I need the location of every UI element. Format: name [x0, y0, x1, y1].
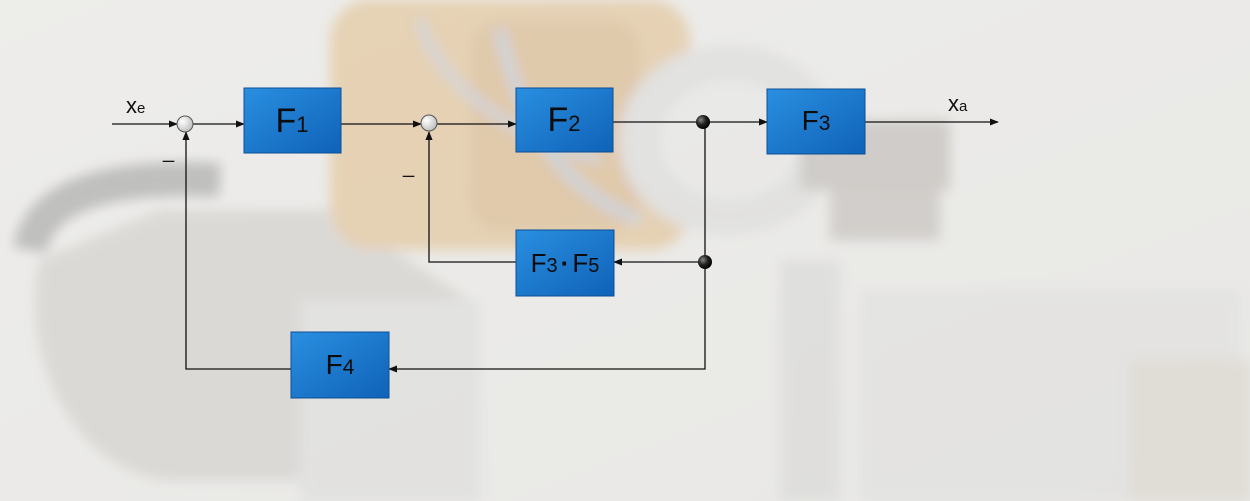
- line-f4-sum1: [182, 131, 291, 370]
- svg-text:F2: F2: [547, 101, 580, 139]
- line-f35-sum2: [425, 131, 516, 263]
- minus-sign-2: _: [402, 156, 415, 178]
- svg-text:F4: F4: [326, 349, 355, 380]
- block-f3-main: F: [802, 105, 819, 136]
- svg-text:F1: F1: [275, 102, 308, 140]
- block-f35-main1: F: [531, 248, 547, 278]
- input-label-sub: e: [137, 100, 145, 117]
- output-label-sub: a: [959, 98, 968, 115]
- block-f3-sub: 3: [819, 112, 831, 135]
- block-f1-sub: 1: [296, 112, 308, 137]
- sum-junction-2: [420, 114, 438, 132]
- input-label: xe: [126, 93, 145, 118]
- block-f1-main: F: [275, 102, 296, 140]
- block-f4-main: F: [326, 349, 343, 380]
- output-label-main: x: [948, 91, 959, 116]
- svg-text:F3·F5: F3·F5: [531, 248, 600, 278]
- branch-node-2: [698, 255, 712, 269]
- block-f3: F3: [766, 88, 866, 155]
- block-f4-sub: 4: [343, 356, 355, 379]
- output-label: xa: [948, 91, 968, 116]
- line-node2-f4: [388, 262, 706, 373]
- block-f35-main2: F: [572, 248, 588, 278]
- block-f3-f5: F3·F5: [515, 229, 615, 297]
- block-f2: F2: [515, 87, 614, 153]
- block-f35-sub1: 3: [547, 255, 558, 277]
- block-f35-dot: ·: [561, 248, 570, 278]
- block-f2-main: F: [547, 101, 568, 139]
- block-f1: F1: [243, 87, 342, 154]
- sum-junction-1: [176, 115, 194, 133]
- branch-node-1: [696, 115, 710, 129]
- minus-sign-1: _: [162, 141, 175, 163]
- signal-lines: [112, 118, 999, 373]
- block-f35-sub2: 5: [588, 255, 599, 277]
- block-f4: F4: [290, 331, 390, 399]
- input-label-main: x: [126, 93, 137, 118]
- block-f2-sub: 2: [568, 111, 580, 136]
- svg-text:F3: F3: [802, 105, 831, 136]
